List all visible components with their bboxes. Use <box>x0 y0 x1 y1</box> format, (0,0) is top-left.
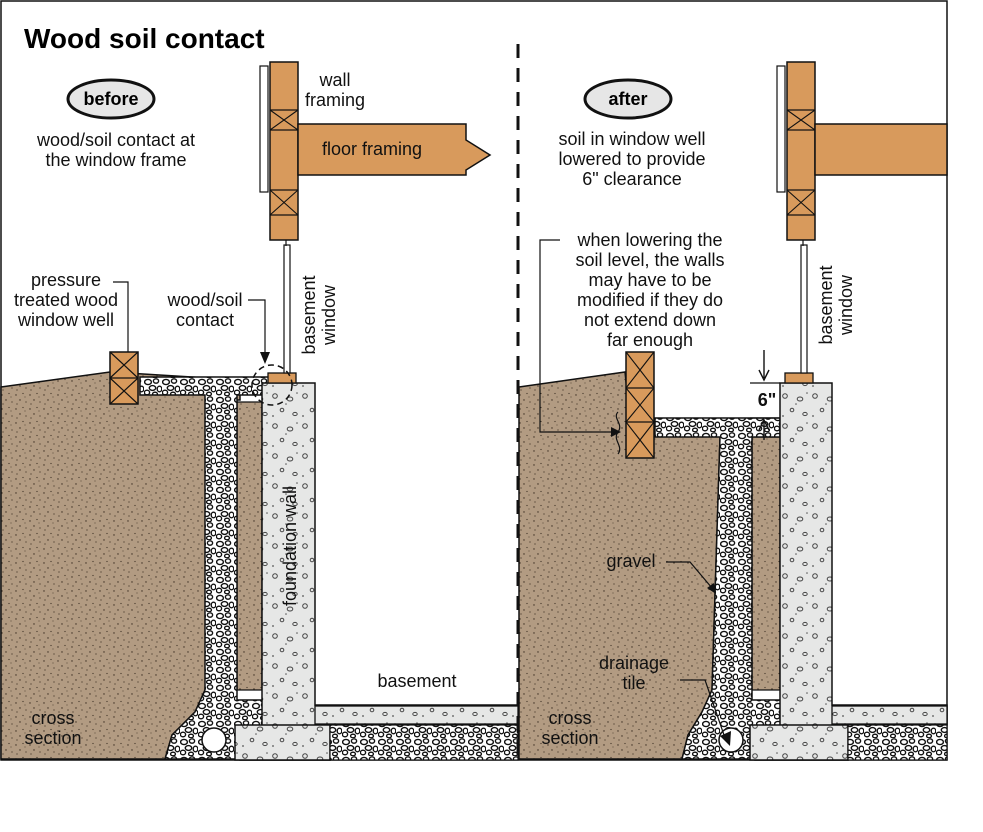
after-window-glass <box>800 244 808 374</box>
note-arrow <box>611 427 621 437</box>
floor-framing-label: floor framing <box>322 139 422 159</box>
before-footing <box>234 724 331 761</box>
after-description-line-2: lowered to provide <box>558 149 705 169</box>
contact-label-2: contact <box>176 310 234 330</box>
before-cross-section-1: cross <box>31 708 74 728</box>
gravel-leader <box>666 561 713 589</box>
before-basement-window-label-2: window <box>319 284 339 346</box>
before-basement-slab <box>314 705 519 725</box>
after-description-line-3: 6" clearance <box>582 169 681 189</box>
note-line-1: when lowering the <box>576 230 722 250</box>
before-description-line-1: wood/soil contact at <box>36 130 195 150</box>
note-line-5: not extend down <box>584 310 716 330</box>
after-window-well <box>615 351 655 459</box>
window-well-label-1: pressure <box>31 270 101 290</box>
before-slab-gravel <box>329 724 519 761</box>
clearance-label: 6" <box>758 390 777 410</box>
diagram-title: Wood soil contact <box>24 23 265 54</box>
basement-label: basement <box>377 671 456 691</box>
after-window-sill <box>784 372 814 384</box>
before-window-sill <box>267 372 297 384</box>
clearance-arrow-top <box>758 350 770 382</box>
before-badge-shape <box>66 78 156 120</box>
wall-framing-label-2: framing <box>305 90 365 110</box>
after-basement-slab <box>831 705 948 725</box>
note-line-3: may have to be <box>588 270 711 290</box>
gravel-label: gravel <box>606 551 655 571</box>
after-cross-section-2: section <box>541 728 598 748</box>
before-drainage-tile <box>201 727 227 753</box>
drainage-tile-label-1: drainage <box>599 653 669 673</box>
after-badge-shape <box>583 78 673 120</box>
before-soil-pocket <box>236 401 263 691</box>
before-floor-joist <box>297 123 492 176</box>
gravel-arrow <box>707 583 716 594</box>
after-description-line-1: soil in window well <box>558 129 705 149</box>
contact-leader <box>248 299 266 352</box>
after-basement-window-label-2: window <box>836 274 856 336</box>
after-soil-pocket <box>751 436 781 691</box>
after-wall-framing <box>776 61 816 246</box>
after-slab-gravel <box>847 724 948 761</box>
wall-framing-label-1: wall <box>318 70 350 90</box>
note-leader <box>539 239 612 433</box>
before-window-glass <box>283 244 291 374</box>
contact-label-1: wood/soil <box>166 290 242 310</box>
before-badge: before <box>83 89 138 109</box>
before-panel: before wood/soil contact at the window f… <box>0 61 521 761</box>
window-well-label-3: window well <box>17 310 114 330</box>
after-floor-joist <box>814 123 948 176</box>
note-line-4: modified if they do <box>577 290 723 310</box>
contact-arrow <box>260 352 270 364</box>
after-basement-window-label-1: basement <box>816 265 836 344</box>
note-line-2: soil level, the walls <box>575 250 724 270</box>
window-well-leader <box>113 281 129 352</box>
after-panel: after soil in window well lowered to pro… <box>518 61 948 761</box>
note-line-6: far enough <box>607 330 693 350</box>
before-wall-framing <box>259 61 299 246</box>
before-cross-section-2: section <box>24 728 81 748</box>
drainage-tile-label-2: tile <box>622 673 645 693</box>
after-foundation-wall <box>754 382 948 761</box>
drainage-tile-leader <box>680 679 725 736</box>
clearance-arrow-bottom <box>758 418 770 440</box>
after-badge: after <box>608 89 647 109</box>
before-window-well <box>109 351 139 405</box>
drainage-tile-arrow <box>720 731 731 746</box>
contact-circle <box>251 364 293 406</box>
before-basement-window-label-1: basement <box>299 275 319 354</box>
window-well-label-2: treated wood <box>14 290 118 310</box>
after-cross-section-1: cross <box>548 708 591 728</box>
before-description-line-2: the window frame <box>45 150 186 170</box>
foundation-wall-label: foundation wall <box>280 486 300 606</box>
after-footing <box>749 724 849 761</box>
